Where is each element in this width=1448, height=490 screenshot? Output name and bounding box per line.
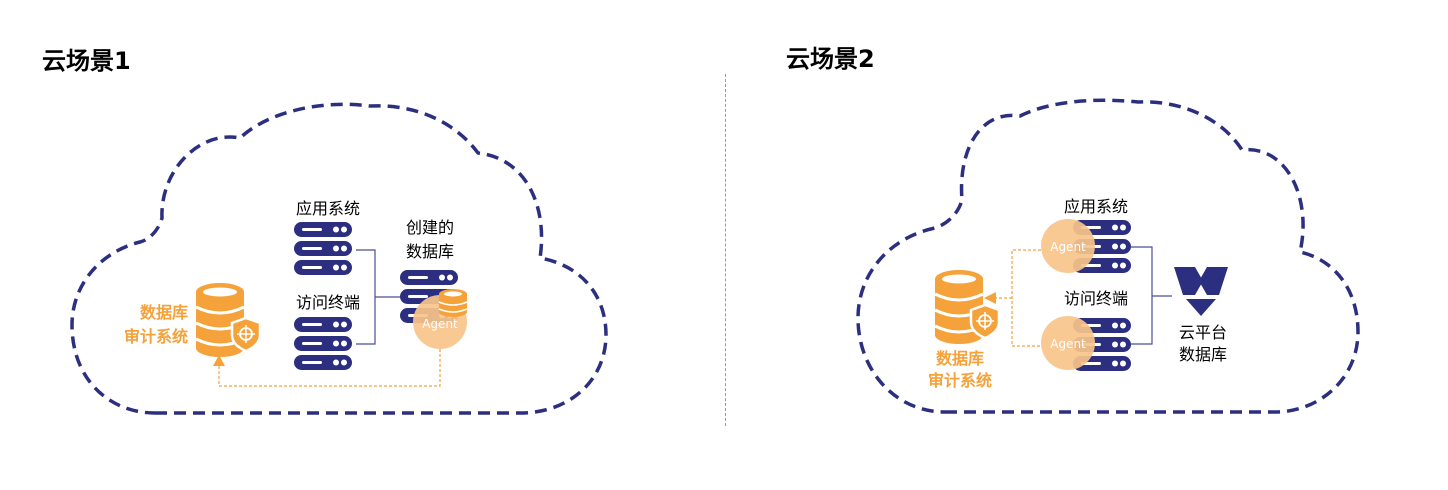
agent-label-terminal: Agent (1050, 337, 1086, 351)
small-db-icon (438, 289, 468, 317)
connector-bracket (356, 249, 400, 345)
audit-label-line1: 数据库 (140, 303, 188, 322)
cloud-db-logo-icon (1174, 267, 1228, 316)
scene1-title: 云场景1 (42, 47, 131, 75)
cloud-db-label-line1: 云平台 (1179, 323, 1227, 342)
agent-circle-app (1041, 219, 1095, 273)
agent-label: Agent (422, 317, 458, 331)
cloud-2 (856, 98, 1360, 414)
audit-label2-line2: 审计系统 (928, 371, 992, 390)
agent-audit-arrow (984, 292, 996, 304)
app-server-icon (294, 222, 352, 275)
cloud-1 (70, 102, 608, 415)
access-terminal-label: 访问终端 (296, 293, 360, 312)
cloud-db-bracket (1131, 246, 1172, 345)
scene-divider (725, 74, 726, 426)
terminal-server-icon (294, 317, 352, 370)
audit-label2-line1: 数据库 (936, 349, 984, 368)
scene2-title: 云场景2 (786, 45, 875, 73)
access-terminal-label-2: 访问终端 (1064, 289, 1128, 308)
audit-flow-line (218, 349, 441, 387)
audit-db-icon (194, 281, 262, 359)
cloud-db-label-line2: 数据库 (1179, 345, 1227, 364)
audit-label-line2: 审计系统 (124, 327, 188, 346)
app-system-label: 应用系统 (296, 199, 360, 218)
created-db-label-line2: 数据库 (406, 242, 454, 261)
agent-circle-terminal (1041, 316, 1095, 370)
audit-flow-arrow (213, 355, 225, 366)
app-system-label-2: 应用系统 (1064, 197, 1128, 216)
agent-audit-bracket (994, 249, 1041, 347)
created-db-label-line1: 创建的 (406, 218, 454, 237)
audit-db-icon-2 (933, 268, 1001, 346)
agent-label-app: Agent (1050, 240, 1086, 254)
